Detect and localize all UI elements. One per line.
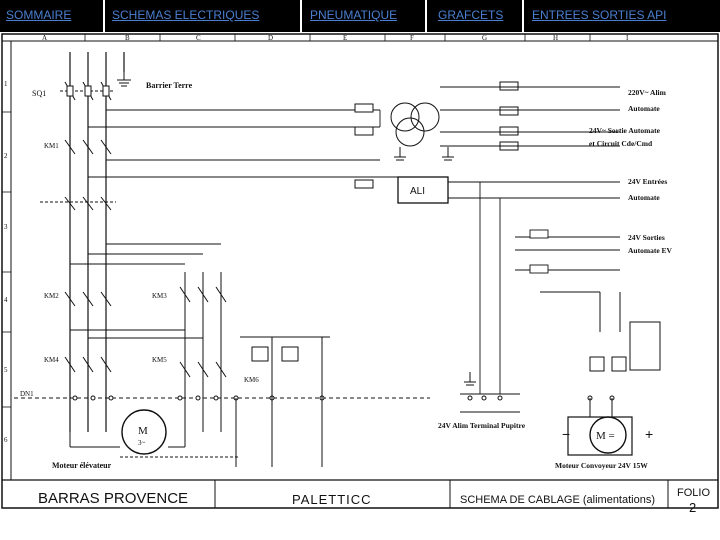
- fuses-top: [354, 81, 519, 151]
- row-number: 4: [4, 296, 8, 304]
- column-letter: G: [482, 34, 487, 42]
- sortie-automate-label: 24V~ Sortie Automate: [589, 126, 661, 135]
- sq1-label: SQ1: [32, 89, 46, 98]
- column-letter: I: [626, 34, 629, 42]
- folio-label: FOLIO: [677, 487, 711, 499]
- nav-tab-entrees-sorties-api[interactable]: ENTREES SORTIES API: [532, 8, 667, 22]
- automate-label-1: Automate: [628, 104, 660, 113]
- ali-fuse: [354, 179, 374, 189]
- terminal-block-right: [467, 395, 615, 401]
- folio-number: 2: [689, 500, 697, 515]
- nav-separator: [425, 0, 427, 32]
- km5-label: KM5: [152, 356, 167, 364]
- alim-terminal-label: 24V Alim Terminal Pupitre: [438, 421, 526, 430]
- conveyor-motor-label: M =: [596, 430, 615, 442]
- thermal-relay: [40, 196, 116, 211]
- automate-label-2: Automate: [628, 193, 660, 202]
- right-feeders: [440, 86, 620, 147]
- moteur-elevateur-label: Moteur élévateur: [52, 461, 112, 470]
- drawing-frame: [1, 33, 719, 509]
- ground-icon: [394, 147, 454, 161]
- lift-motor: [121, 409, 167, 455]
- row-number: 1: [4, 80, 8, 88]
- sorties-wiring: [479, 182, 620, 394]
- moteur-convoyeur-label: Moteur Convoyeur 24V 15W: [555, 461, 648, 470]
- row-number: 5: [4, 366, 8, 374]
- ground-icon-2: [464, 372, 476, 386]
- km4-km5-contactors: [64, 356, 227, 378]
- nav-tab-pneumatique[interactable]: PNEUMATIQUE: [310, 8, 398, 22]
- nav-separator: [300, 0, 302, 32]
- column-letter: H: [553, 34, 558, 42]
- project-name: PALETTICC: [292, 492, 372, 507]
- sorties-24-label: 24V Sorties: [628, 233, 665, 242]
- nav-tab-grafcets[interactable]: GRAFCETS: [438, 8, 504, 22]
- conveyor-motor-frame: [567, 416, 633, 456]
- row-numbers: 1 2 3 4 5 6: [4, 80, 8, 444]
- main-power-lines: [69, 52, 125, 432]
- automate-ev-label: Automate EV: [628, 246, 673, 255]
- nav-separator: [103, 0, 105, 32]
- sq1-disconnector: [60, 81, 115, 101]
- km2-km3-contactors: [64, 243, 227, 432]
- lift-motor-m: M: [138, 425, 148, 437]
- km1-label: KM1: [44, 142, 59, 150]
- km6-coils: [240, 336, 330, 467]
- ali-label: ALI: [410, 186, 425, 197]
- column-letter: A: [42, 34, 47, 42]
- feeder-lines: [88, 109, 381, 178]
- km2-label: KM2: [44, 292, 59, 300]
- conveyor-motor: [589, 416, 627, 454]
- nav-tab-sommaire[interactable]: SOMMAIRE: [6, 8, 72, 22]
- plus-terminal: +: [645, 426, 653, 442]
- company-name: BARRAS PROVENCE: [38, 490, 189, 507]
- column-letter: B: [125, 34, 130, 42]
- nav-tab-schemas-electriques[interactable]: SCHEMAS ELECTRIQUES: [112, 8, 260, 22]
- row-dividers: [2, 111, 11, 408]
- km3-label: KM3: [152, 292, 167, 300]
- column-letter: F: [410, 34, 414, 42]
- minus-terminal: −: [562, 426, 570, 442]
- column-letter: D: [268, 34, 273, 42]
- km4-label: KM4: [44, 356, 59, 364]
- row-number: 6: [4, 436, 8, 444]
- column-letter: E: [343, 34, 347, 42]
- entrees-24-label: 24V Entrées: [628, 177, 667, 186]
- title-block: [214, 480, 669, 508]
- earth-icon: [117, 72, 131, 87]
- transformer: [390, 102, 440, 147]
- column-dividers: [84, 34, 591, 41]
- electrical-schematic: A B C D E F G H I 1 2 3 4 5 6 SQ1: [0, 32, 720, 540]
- column-letters: A B C D E F G H I: [42, 34, 629, 42]
- column-letter: C: [196, 34, 201, 42]
- lift-motor-phase: 3~: [138, 439, 146, 447]
- circuit-cde-label: et Circuit Cde/Cmd: [589, 139, 653, 148]
- top-navigation-bar: SOMMAIRE SCHEMAS ELECTRIQUES PNEUMATIQUE…: [0, 0, 720, 32]
- nav-separator: [522, 0, 524, 32]
- barrier-terre-label: Barrier Terre: [146, 81, 193, 90]
- terminal-block: [72, 395, 325, 401]
- relay-contacts: [540, 291, 661, 372]
- km6-label: KM6: [244, 376, 259, 384]
- alim-220-label: 220V~ Alim: [628, 88, 667, 97]
- km1-contactor: [64, 139, 112, 155]
- row-number: 2: [4, 152, 8, 160]
- ali-power-supply: [397, 176, 449, 204]
- drawing-title: SCHEMA DE CABLAGE (alimentations): [460, 494, 656, 506]
- row-number: 3: [4, 223, 8, 231]
- dn1-label: DN1: [20, 390, 34, 398]
